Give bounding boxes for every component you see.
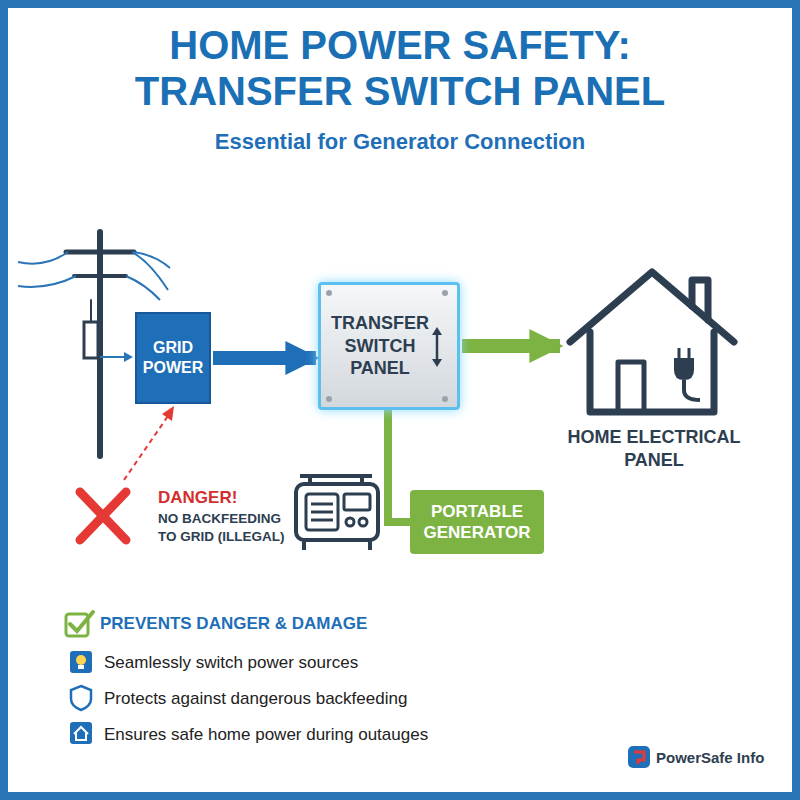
brand-logo: PowerSafe Info: [656, 748, 764, 768]
screw: [326, 396, 332, 402]
title: HOME POWER SAFETY: TRANSFER SWITCH PANEL: [90, 22, 710, 114]
danger-note: NO BACKFEEDING TO GRID (ILLEGAL): [158, 510, 286, 545]
benefit-item: Ensures safe home power during outauges: [104, 724, 428, 746]
benefit-item: Seamlessly switch power sources: [104, 652, 358, 674]
node-text: PORTABLE GENERATOR: [416, 501, 538, 544]
benefit-item: Protects against dangerous backfeeding: [104, 688, 407, 710]
meter-arrow: [100, 352, 133, 362]
logo-mark: [628, 746, 650, 768]
shield-icon: [71, 686, 91, 710]
house-bullet-icon: [70, 722, 92, 744]
frame: [4, 4, 796, 796]
generator-box: PORTABLE GENERATOR: [410, 490, 544, 554]
check-icon: [66, 612, 93, 636]
subtitle: Essential for Generator Connection: [0, 128, 800, 157]
backfeed-arrow: [124, 406, 174, 480]
house-outline: [562, 262, 742, 422]
screw: [442, 290, 448, 296]
transfer-switch-box: TRANSFER SWITCH PANEL: [318, 282, 460, 410]
danger-heading: DANGER!: [158, 487, 237, 509]
node-text: GRID POWER: [141, 338, 205, 378]
plug-icon: [674, 348, 700, 400]
screw: [326, 290, 332, 296]
bulb-icon: [70, 651, 92, 673]
generator-feed-line: [388, 410, 410, 522]
home-panel-node: HOME ELECTRICAL PANEL: [562, 262, 746, 475]
grid-power-box: GRID POWER: [135, 312, 211, 404]
screw: [442, 396, 448, 402]
power-wires: [18, 252, 170, 300]
generator-icon: [296, 476, 378, 550]
node-text: TRANSFER SWITCH PANEL: [329, 312, 431, 380]
grid-feed-arrow: [213, 351, 316, 365]
danger-cross: [80, 492, 126, 540]
benefits-heading: PREVENTS DANGER & DAMAGE: [100, 613, 367, 635]
node-text: HOME ELECTRICAL PANEL: [562, 426, 746, 471]
home-feed-arrow: [462, 339, 560, 353]
utility-pole: [66, 232, 134, 456]
